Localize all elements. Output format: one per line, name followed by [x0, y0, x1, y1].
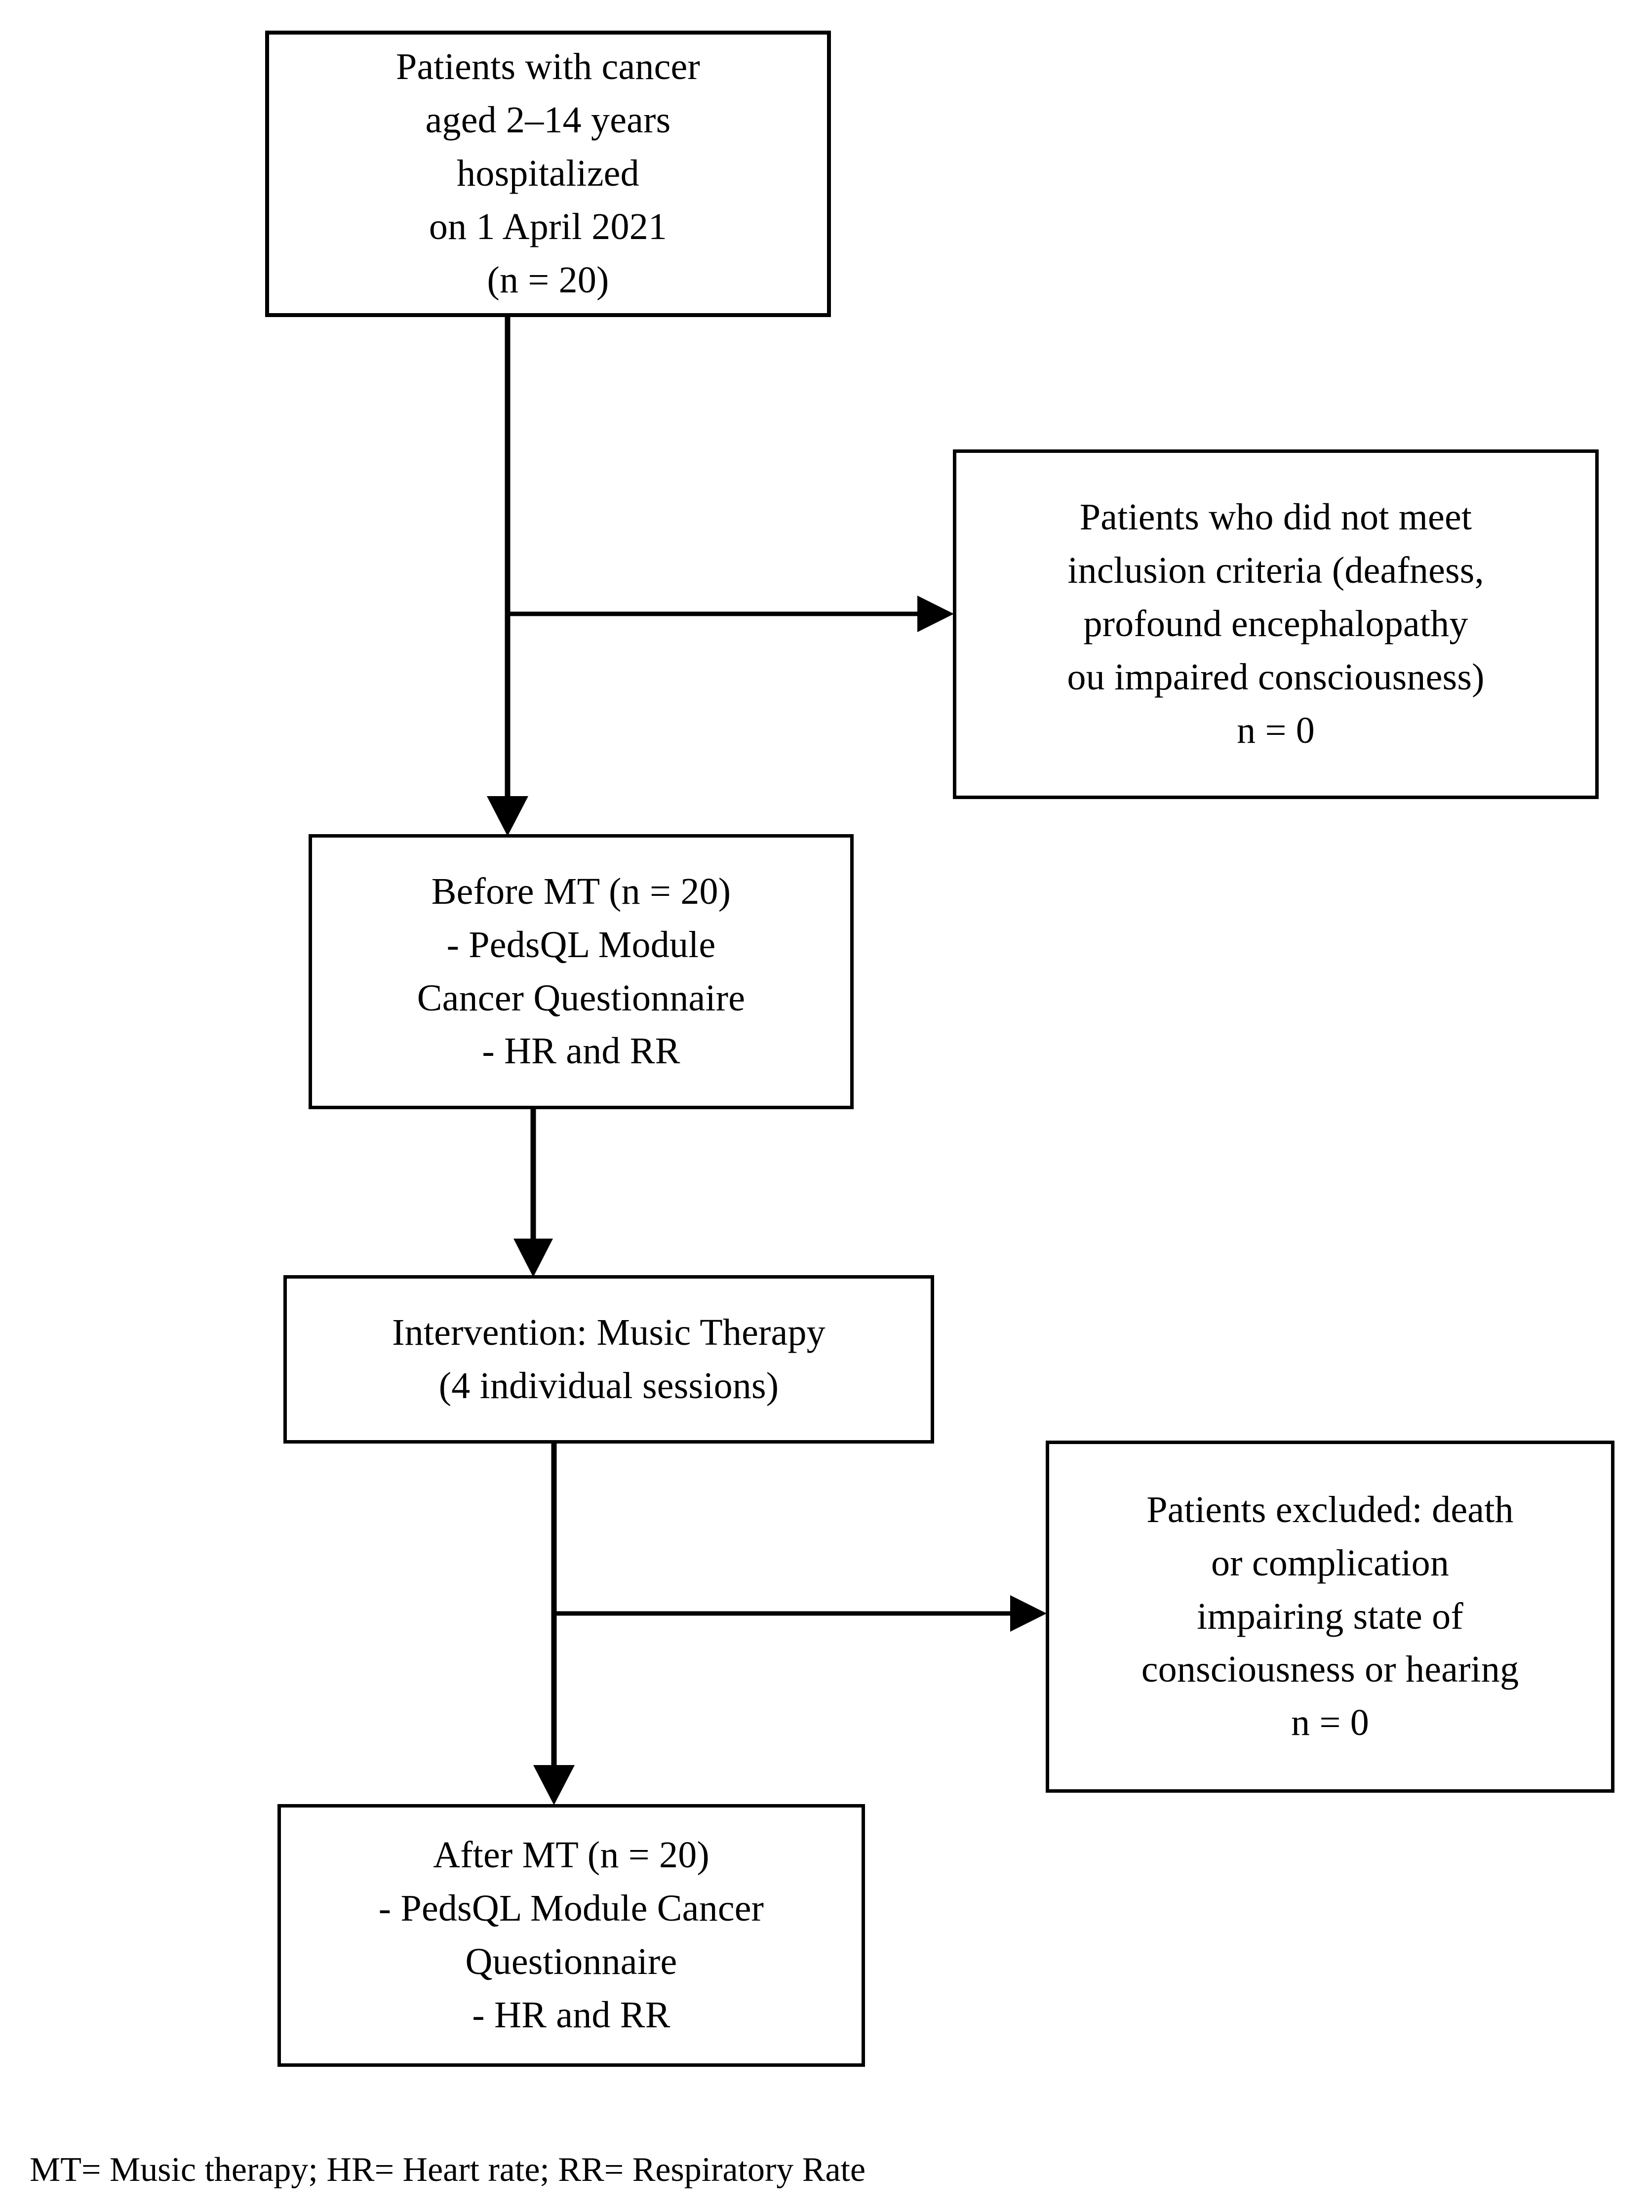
excluded-after-line-4: consciousness or hearing [1141, 1649, 1519, 1690]
excluded-after-line-3: impairing state of [1197, 1595, 1463, 1637]
before-mt-box: Before MT (n = 20) - PedsQL Module Cance… [309, 834, 854, 1109]
after-mt-line-2: - PedsQL Module Cancer [378, 1888, 764, 1930]
excluded-inclusion-line-1: Patients who did not meet [1079, 496, 1472, 538]
abbreviations-footnote: MT= Music therapy; HR= Heart rate; RR= R… [30, 2151, 866, 2189]
intervention-line-1: Intervention: Music Therapy [392, 1311, 826, 1353]
excluded-inclusion-line-5: n = 0 [1237, 709, 1315, 751]
enrollment-line-2: aged 2–14 years [425, 99, 671, 141]
after-mt-box: After MT (n = 20) - PedsQL Module Cancer… [277, 1804, 865, 2067]
arrow-enrollment-to-excluded-inclusion [508, 596, 954, 632]
excluded-after-line-2: or complication [1211, 1542, 1450, 1584]
before-mt-line-4: - HR and RR [482, 1030, 680, 1072]
after-mt-line-3: Questionnaire [465, 1941, 677, 1982]
enrollment-text-block: Patients with cancer aged 2–14 years hos… [265, 31, 831, 317]
arrow-before-mt-to-intervention [513, 1109, 553, 1277]
arrow-intervention-to-after-mt [533, 1444, 575, 1805]
excluded-after-line-1: Patients excluded: death [1146, 1488, 1514, 1530]
arrow-intervention-to-excluded-after [554, 1595, 1047, 1632]
intervention-box: Intervention: Music Therapy (4 individua… [283, 1275, 934, 1444]
excluded-after-line-5: n = 0 [1291, 1702, 1369, 1744]
before-mt-line-2: - PedsQL Module [446, 924, 716, 965]
after-mt-line-1: After MT (n = 20) [433, 1834, 709, 1876]
excluded-after-intervention-box: Patients excluded: death or complication… [1046, 1441, 1614, 1793]
after-mt-line-4: - HR and RR [472, 1994, 670, 2036]
excluded-inclusion-line-2: inclusion criteria (deafness, [1067, 550, 1484, 592]
enrollment-line-1b: Patients with cancer [395, 46, 700, 88]
excluded-inclusion-criteria-box: Patients who did not meet inclusion crit… [953, 449, 1599, 799]
before-mt-line-3: Cancer Questionnaire [417, 977, 746, 1019]
intervention-line-2: (4 individual sessions) [438, 1365, 779, 1407]
enrollment-line-5: (n = 20) [487, 259, 609, 301]
excluded-inclusion-line-3: profound encephalopathy [1083, 603, 1468, 645]
enrollment-line-4: on 1 April 2021 [429, 205, 668, 247]
excluded-inclusion-line-4: ou impaired consciousness) [1067, 656, 1485, 698]
before-mt-line-1: Before MT (n = 20) [431, 870, 731, 912]
enrollment-line-3: hospitalized [457, 153, 639, 195]
